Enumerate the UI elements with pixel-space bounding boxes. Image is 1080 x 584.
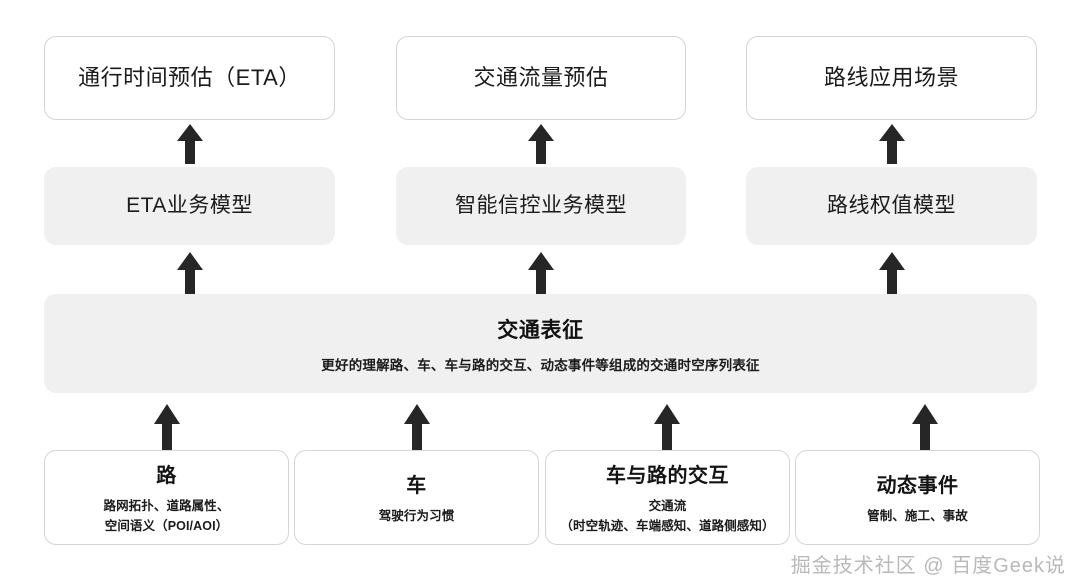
arrow-up-icon — [877, 124, 907, 164]
source-box-road: 路 路网拓扑、道路属性、 空间语义（POI/AOI） — [44, 450, 289, 545]
source-desc-line: 管制、施工、事故 — [867, 508, 968, 523]
application-box-route: 路线应用场景 — [746, 36, 1037, 120]
arrow-up-icon — [175, 124, 205, 164]
source-box-title: 车与路的交互 — [606, 465, 729, 488]
source-box-description: 管制、施工、事故 — [867, 507, 968, 526]
arrow-up-icon — [526, 252, 556, 294]
application-box-traffic-flow: 交通流量预估 — [396, 36, 686, 120]
application-box-label: 交通流量预估 — [473, 64, 609, 90]
model-box-signal-control: 智能信控业务模型 — [396, 167, 686, 245]
arrow-up-icon — [402, 404, 432, 450]
application-box-label: 通行时间预估（ETA） — [78, 64, 301, 90]
representation-title: 交通表征 — [497, 318, 584, 342]
model-box-route-weight: 路线权值模型 — [746, 167, 1037, 245]
arrow-up-icon — [910, 404, 940, 450]
source-desc-line: 驾驶行为习惯 — [378, 508, 455, 523]
source-box-title: 路 — [156, 465, 177, 488]
source-box-vehicle: 车 驾驶行为习惯 — [294, 450, 539, 545]
representation-band: 交通表征 更好的理解路、车、车与路的交互、动态事件等组成的交通时空序列表征 — [44, 294, 1037, 393]
model-box-label: ETA业务模型 — [126, 194, 253, 218]
source-box-description: 交通流 （时空轨迹、车端感知、道路侧感知） — [560, 497, 774, 536]
source-box-title: 动态事件 — [876, 474, 959, 497]
model-box-label: 路线权值模型 — [827, 194, 956, 218]
model-box-label: 智能信控业务模型 — [455, 194, 627, 218]
application-box-label: 路线应用场景 — [823, 64, 959, 90]
source-desc-line: 空间语义（POI/AOI） — [104, 518, 229, 533]
source-desc-line: 交通流 — [648, 499, 687, 514]
arrow-up-icon — [652, 404, 682, 450]
source-desc-line: （时空轨迹、车端感知、道路侧感知） — [560, 518, 775, 533]
source-box-dynamic-events: 动态事件 管制、施工、事故 — [795, 450, 1040, 545]
watermark: 掘金技术社区 @ 百度Geek说 — [790, 555, 1066, 577]
arrow-up-icon — [175, 252, 205, 294]
source-box-description: 驾驶行为习惯 — [379, 507, 455, 526]
source-box-title: 车 — [406, 474, 427, 497]
source-box-vehicle-road-interaction: 车与路的交互 交通流 （时空轨迹、车端感知、道路侧感知） — [545, 450, 790, 545]
arrow-up-icon — [877, 252, 907, 294]
representation-subtitle: 更好的理解路、车、车与路的交互、动态事件等组成的交通时空序列表征 — [321, 357, 760, 373]
application-box-eta: 通行时间预估（ETA） — [44, 36, 335, 120]
source-box-description: 路网拓扑、道路属性、 空间语义（POI/AOI） — [103, 497, 229, 536]
model-box-eta: ETA业务模型 — [44, 167, 335, 245]
arrow-up-icon — [526, 124, 556, 164]
source-desc-line: 路网拓扑、道路属性、 — [103, 499, 230, 514]
arrow-up-icon — [152, 404, 182, 450]
